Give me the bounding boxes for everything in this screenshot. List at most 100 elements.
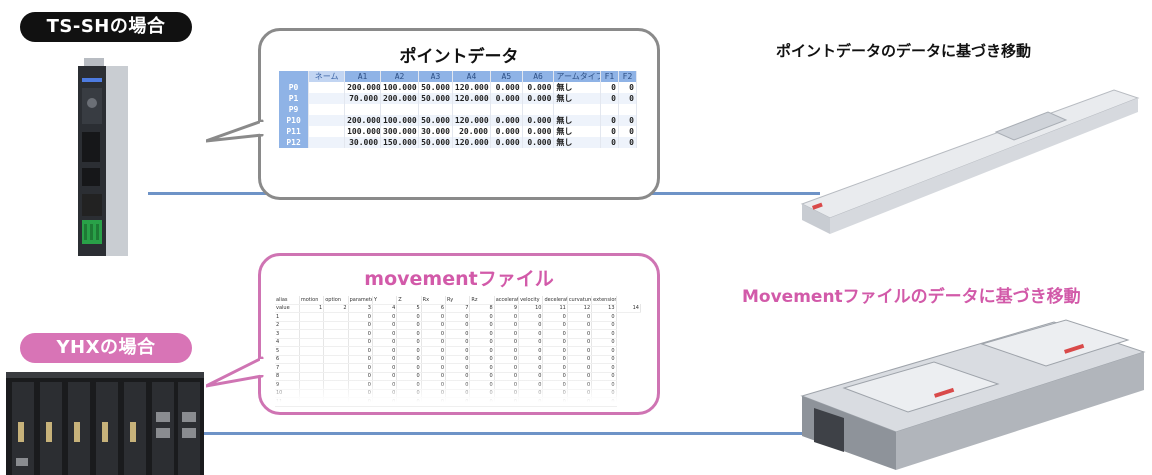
table-cell: 0	[396, 312, 422, 322]
yhx-label: YHXの場合	[20, 333, 192, 363]
table-cell: 0	[494, 363, 520, 373]
row-label: P9	[279, 104, 310, 115]
table-cell: 0	[421, 355, 447, 364]
movement-file-move-label: Movementファイルのデータに基づき移動	[742, 287, 1081, 307]
table-cell: 0	[618, 126, 638, 137]
table-cell: 0	[396, 355, 422, 364]
header-cell: curvature	[567, 296, 593, 305]
table-cell	[323, 329, 349, 339]
header-cell: Z	[396, 296, 422, 305]
table-cell: 3	[275, 329, 300, 339]
table-cell: 無し	[553, 115, 601, 126]
table-cell: 2	[275, 321, 300, 330]
table-cell: 50.000	[418, 93, 453, 104]
header-cell: A4	[452, 71, 491, 82]
table-cell: 0	[445, 321, 471, 330]
single-axis-robot-icon	[800, 89, 1140, 234]
ts-sh-label: TS-SHの場合	[20, 12, 192, 42]
header-cell	[279, 71, 310, 82]
table-cell: 0	[469, 363, 495, 373]
table-cell	[323, 346, 349, 356]
table-cell	[308, 82, 346, 93]
table-cell: 0	[542, 338, 568, 347]
table-cell: 0	[469, 312, 495, 322]
table-cell: 0	[421, 329, 447, 339]
table-cell: 120.000	[452, 137, 491, 148]
row-label: P11	[279, 126, 310, 137]
table-cell: 100.000	[344, 126, 382, 137]
table-cell	[308, 93, 346, 104]
table-cell: 2	[323, 304, 349, 313]
table-cell: 50.000	[418, 82, 453, 93]
table-cell: 0	[396, 321, 422, 330]
table-cell: 0	[518, 355, 544, 364]
table-cell: 0	[421, 312, 447, 322]
table-cell: 0	[396, 346, 422, 356]
header-cell: A1	[344, 71, 382, 82]
table-cell	[308, 137, 346, 148]
table-cell: 5	[396, 304, 422, 313]
callout-tail-bottom	[206, 356, 264, 388]
table-cell: 0	[494, 329, 520, 339]
table-cell: 無し	[553, 137, 601, 148]
table-cell: 7	[445, 304, 471, 313]
table-cell: value	[275, 304, 300, 313]
header-cell: motion	[299, 296, 325, 305]
table-cell: 0	[542, 321, 568, 330]
table-cell: 0	[600, 115, 619, 126]
header-cell: A6	[522, 71, 555, 82]
header-cell: parameter X	[348, 296, 373, 305]
table-cell: 0	[348, 321, 373, 330]
linear-module-robot-icon	[800, 319, 1146, 470]
table-cell: 30.000	[344, 137, 382, 148]
rack-controller-icon	[6, 372, 204, 475]
table-cell: 200.000	[344, 115, 382, 126]
table-cell	[452, 104, 491, 115]
table-cell: 0.000	[490, 82, 523, 93]
table-cell	[553, 104, 601, 115]
table-cell: 0	[372, 363, 398, 373]
table-cell: 0	[372, 355, 398, 364]
header-cell: A2	[380, 71, 420, 82]
table-cell: 70.000	[344, 93, 382, 104]
table-cell: 0	[348, 355, 373, 364]
header-cell: Rz	[469, 296, 495, 305]
table-cell: 0	[494, 321, 520, 330]
table-cell: 0	[591, 338, 617, 347]
header-cell: option	[323, 296, 349, 305]
table-cell: 0	[618, 137, 638, 148]
table-header-row: aliasmotionoptionparameter XYZRxRyRzacce…	[275, 296, 641, 305]
header-cell: アームタイプ	[553, 71, 601, 82]
header-cell: F1	[600, 71, 619, 82]
table-cell: 0	[600, 126, 619, 137]
table-cell: 0	[494, 346, 520, 356]
table-cell: 無し	[553, 126, 601, 137]
table-cell: 0	[469, 338, 495, 347]
table-cell: 0	[518, 321, 544, 330]
table-cell: 6	[421, 304, 447, 313]
table-cell: 120.000	[452, 82, 491, 93]
row-label: P10	[279, 115, 310, 126]
table-cell: 8	[469, 304, 495, 313]
table-cell: 0.000	[522, 137, 555, 148]
table-cell: 11	[542, 304, 568, 313]
table-cell: 120.000	[452, 115, 491, 126]
table-cell: 5	[275, 346, 300, 356]
table-cell: 100.000	[380, 82, 420, 93]
table-cell: 0	[567, 338, 593, 347]
table-cell: 0	[445, 355, 471, 364]
table-cell: 0.000	[522, 93, 555, 104]
table-cell: 0	[591, 312, 617, 322]
table-cell: 0.000	[490, 93, 523, 104]
table-cell	[344, 104, 382, 115]
table-cell: 0	[600, 93, 619, 104]
movement-file-callout: movementファイル aliasmotionoptionparameter …	[258, 253, 660, 415]
table-cell: 0	[542, 363, 568, 373]
table-header-row: ネーム A1 A2 A3 A4 A5 A6 アームタイプ F1 F2	[279, 71, 638, 82]
